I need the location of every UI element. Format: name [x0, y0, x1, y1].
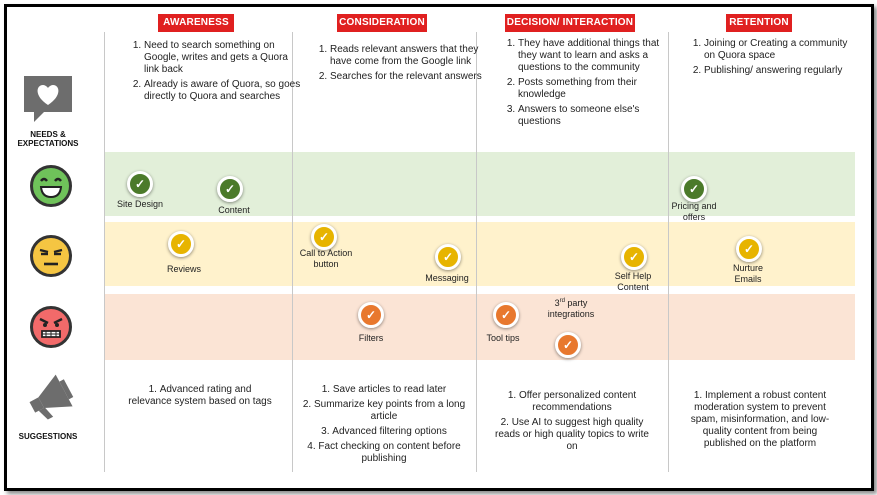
check-icon: ✓: [175, 237, 187, 251]
ordinal-rest: party integrations: [547, 298, 595, 319]
check-icon: ✓: [318, 230, 330, 244]
phase-retention: RETENTION: [726, 14, 792, 32]
touchpoint-marker: ✓: [217, 176, 243, 202]
touchpoint-label: Call to Action button: [299, 248, 353, 269]
list-item: Save articles to read later: [300, 384, 468, 396]
column-divider: [476, 32, 477, 472]
suggestions-decision-list: Offer personalized content recommendatio…: [490, 390, 654, 456]
list-item: Searches for the relevant answers: [330, 71, 482, 83]
column-divider: [668, 32, 669, 472]
suggestions-row-label: SUGGESTIONS: [18, 432, 78, 441]
touchpoint-marker: ✓: [736, 236, 762, 262]
check-icon: ✓: [562, 338, 574, 352]
check-icon: ✓: [442, 250, 454, 264]
check-icon: ✓: [500, 308, 512, 322]
ordinal-number: 3: [554, 298, 560, 308]
phase-consideration: CONSIDERATION: [337, 14, 427, 32]
list-item: Implement a robust content moderation sy…: [680, 390, 840, 450]
needs-decision-list: They have additional things that they wa…: [502, 38, 668, 131]
list-item: Already is aware of Quora, so goes direc…: [144, 79, 302, 103]
suggestions-retention-list: Implement a robust content moderation sy…: [680, 390, 840, 453]
touchpoint-label: Site Design: [116, 199, 164, 209]
check-icon: ✓: [224, 182, 236, 196]
touchpoint-label: 3rd party integrations: [536, 296, 606, 320]
touchpoint-marker: ✓: [168, 231, 194, 257]
unamused-face-icon: [30, 235, 72, 277]
negative-band: [104, 294, 855, 360]
list-item: Reads relevant answers that they have co…: [330, 44, 482, 68]
check-icon: ✓: [134, 177, 146, 191]
list-item: Need to search something on Google, writ…: [144, 40, 302, 76]
check-icon: ✓: [743, 242, 755, 256]
touchpoint-label: Content: [218, 205, 250, 215]
list-item: Offer personalized content recommendatio…: [490, 390, 654, 414]
list-item: Publishing/ answering regularly: [704, 65, 854, 77]
touchpoint-marker: ✓: [681, 176, 707, 202]
needs-row-label: NEEDS & EXPECTATIONS: [17, 130, 79, 148]
touchpoint-marker: ✓: [493, 302, 519, 328]
megaphone-icon: [22, 372, 78, 429]
list-item: They have additional things that they wa…: [518, 38, 668, 74]
touchpoint-label: Pricing and offers: [671, 201, 717, 222]
list-item: Posts something from their knowledge: [518, 77, 668, 101]
smiling-face-icon: [30, 165, 72, 207]
neutral-band: [104, 222, 855, 286]
list-item: Answers to someone else's questions: [518, 104, 668, 128]
list-item: Advanced rating and relevance system bas…: [126, 384, 274, 408]
touchpoint-label: Filters: [358, 333, 384, 343]
phase-decision: DECISION/ INTERACTION: [505, 14, 635, 32]
list-item: Fact checking on content before publishi…: [300, 441, 468, 465]
list-item: Joining or Creating a community on Quora…: [704, 38, 854, 62]
column-divider: [292, 32, 293, 472]
suggestions-awareness-list: Advanced rating and relevance system bas…: [126, 384, 274, 411]
list-item: Advanced filtering options: [300, 426, 468, 438]
angry-face-icon: [30, 306, 72, 348]
ordinal-suffix: rd: [559, 298, 565, 304]
list-item: Use AI to suggest high quality reads or …: [490, 417, 654, 453]
touchpoint-marker: ✓: [127, 171, 153, 197]
check-icon: ✓: [628, 250, 640, 264]
touchpoint-label: Self Help Content: [614, 271, 652, 292]
needs-retention-list: Joining or Creating a community on Quora…: [688, 38, 854, 80]
phase-awareness: AWARENESS: [158, 14, 234, 32]
touchpoint-label: Nurture Emails: [732, 263, 763, 284]
speech-bubble-heart-icon: [20, 72, 76, 133]
touchpoint-marker: ✓: [555, 332, 581, 358]
list-item: Summarize key points from a long article: [300, 399, 468, 423]
touchpoint-marker: ✓: [358, 302, 384, 328]
suggestions-consideration-list: Save articles to read later Summarize ke…: [300, 384, 468, 468]
touchpoint-label: Tool tips: [486, 333, 520, 343]
touchpoint-marker: ✓: [621, 244, 647, 270]
touchpoint-marker: ✓: [435, 244, 461, 270]
column-divider: [104, 32, 105, 472]
check-icon: ✓: [688, 182, 700, 196]
needs-consideration-list: Reads relevant answers that they have co…: [314, 44, 482, 86]
touchpoint-marker: ✓: [311, 224, 337, 250]
check-icon: ✓: [365, 308, 377, 322]
needs-awareness-list: Need to search something on Google, writ…: [128, 40, 302, 106]
touchpoint-label: Messaging: [425, 273, 469, 283]
touchpoint-label: Reviews: [166, 264, 201, 274]
